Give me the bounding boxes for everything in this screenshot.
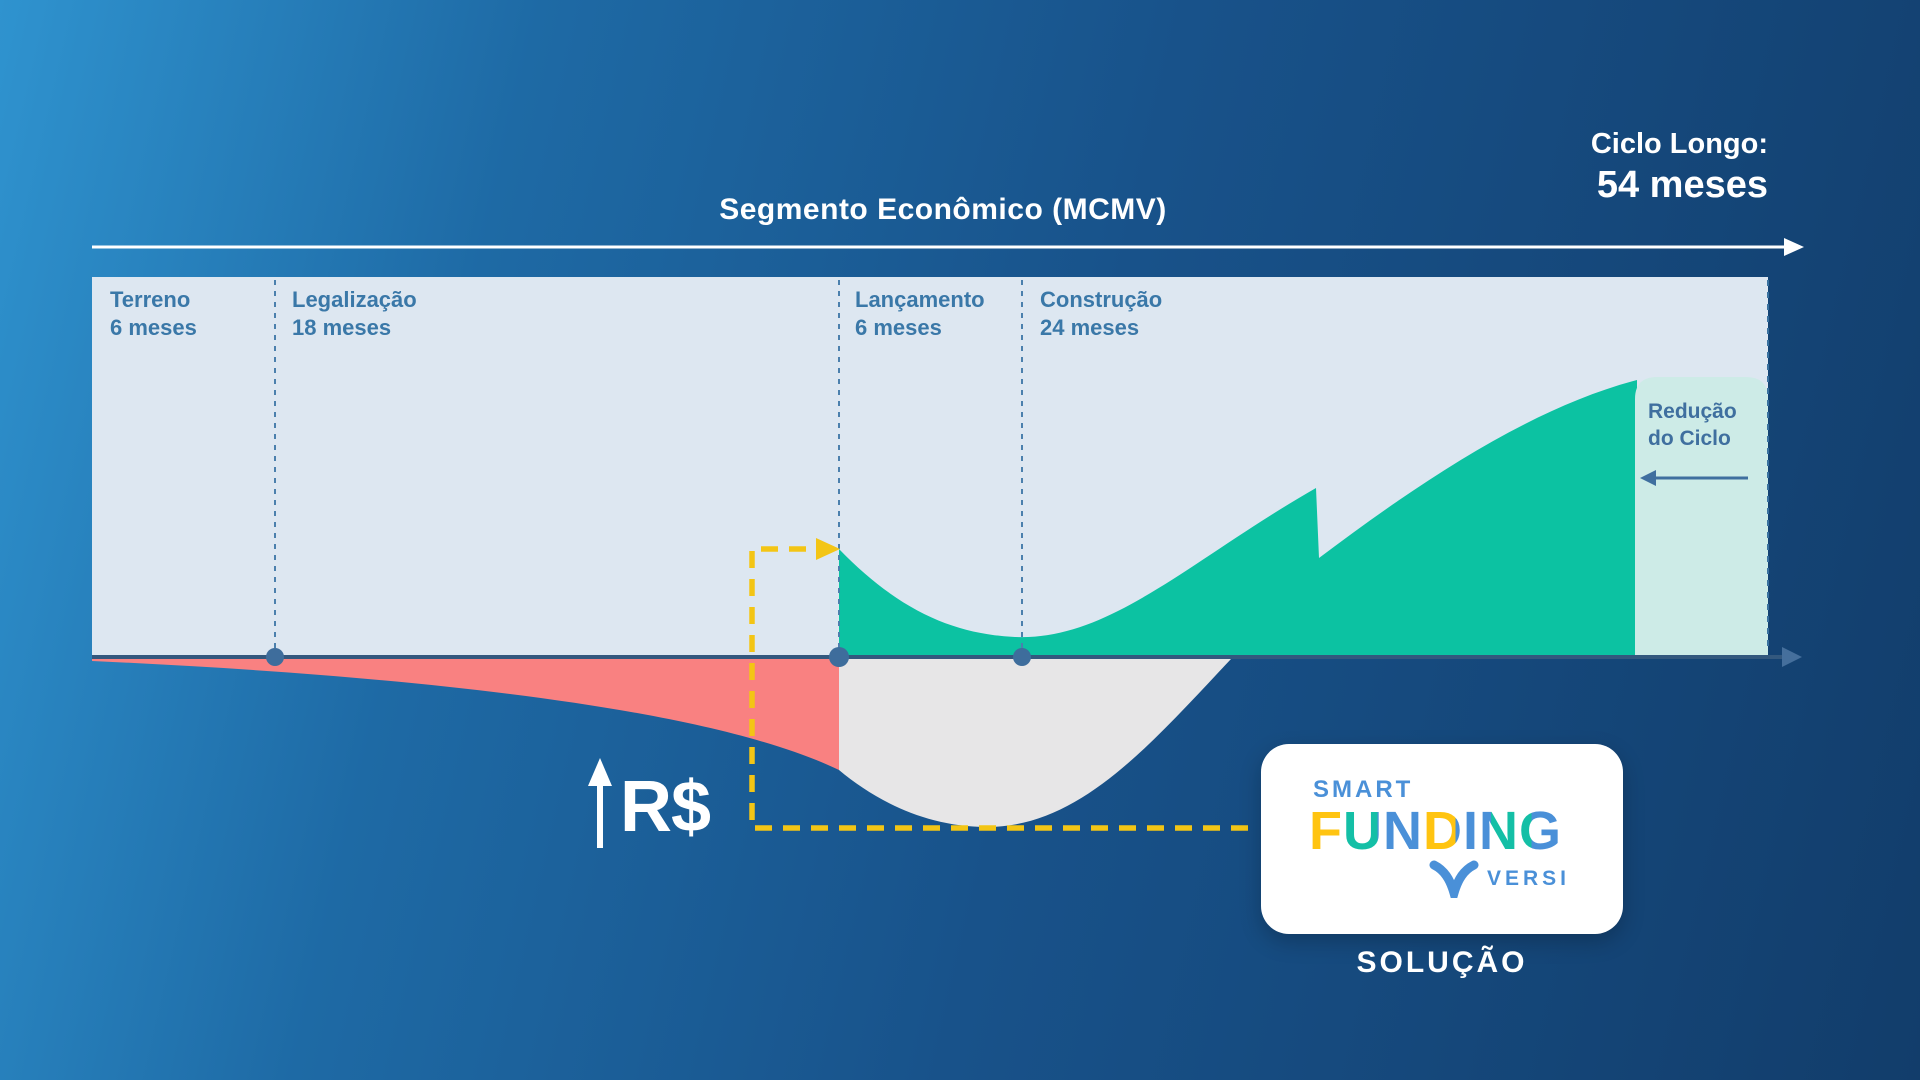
phase-label-lancamento: Lançamento 6 meses <box>855 286 985 342</box>
phase-name: Legalização <box>292 287 417 312</box>
baseline-arrowhead-icon <box>1782 647 1802 667</box>
phase-label-terreno: Terreno 6 meses <box>110 286 197 342</box>
cycle-callout: Ciclo Longo: 54 meses <box>1591 126 1768 210</box>
milestone-dot <box>266 648 284 666</box>
versi-label: VERSI <box>1487 867 1571 890</box>
cycle-reduction-panel <box>1635 377 1768 655</box>
timeline-arrowhead-icon <box>1784 238 1804 256</box>
phase-label-legalizacao: Legalização 18 meses <box>292 286 417 342</box>
funding-wordmark: FUNDING <box>1309 801 1562 861</box>
phase-duration: 18 meses <box>292 315 392 340</box>
milestone-dot <box>829 647 849 667</box>
phase-label-construcao: Construção 24 meses <box>1040 286 1162 342</box>
milestone-dot <box>1013 648 1031 666</box>
reduction-line: do Ciclo <box>1648 427 1731 450</box>
versi-bird-icon <box>1429 860 1479 898</box>
cycle-label: Ciclo Longo: <box>1590 128 1768 160</box>
reduction-arrowhead-icon <box>1640 470 1656 486</box>
negative-cashflow-red-area <box>92 659 839 770</box>
positive-cashflow-green-area <box>839 380 1637 659</box>
solution-caption: SOLUÇÃO <box>1356 946 1528 979</box>
phase-name: Lançamento <box>855 287 985 312</box>
versi-row: VERSI <box>1429 860 1570 898</box>
phase-duration: 6 meses <box>855 315 942 340</box>
reduction-line: Redução <box>1648 400 1737 423</box>
cycle-reduction-note: Redução do Ciclo <box>1648 398 1737 452</box>
phase-duration: 24 meses <box>1040 315 1140 340</box>
money-label: R$ <box>620 767 711 847</box>
phase-duration: 6 meses <box>110 315 197 340</box>
money-up-arrowhead-icon <box>588 758 612 786</box>
cycle-value: 54 meses <box>1596 164 1768 207</box>
funding-path-arrowhead-icon <box>816 538 840 560</box>
negative-cashflow-gray-area <box>839 659 1231 827</box>
phase-name: Construção <box>1040 287 1163 312</box>
phase-name: Terreno <box>110 287 191 312</box>
smart-funding-card: SMART FUNDING VERSI <box>1261 744 1623 934</box>
timeline-title: Segmento Econômico (MCMV) <box>719 193 1167 226</box>
smart-label: SMART <box>1313 776 1414 803</box>
